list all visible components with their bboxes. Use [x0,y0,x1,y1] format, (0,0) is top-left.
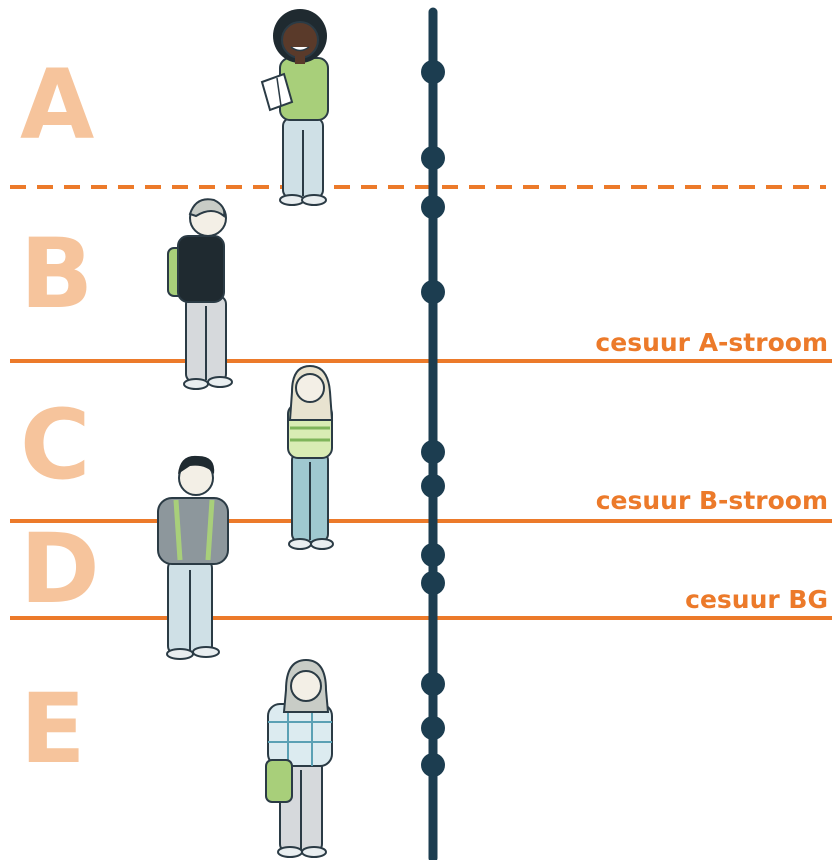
student-illustration-thinking [287,364,334,550]
zone-letter-a: A [20,49,94,161]
axis-dot [421,474,445,498]
axis-dot [421,716,445,740]
student-illustration-backpack [167,198,233,390]
axis-dot [421,280,445,304]
score-axis [421,7,445,860]
cesuur-label-bg: cesuur BG [685,585,828,614]
axis-dot [421,60,445,84]
student-illustration-boy [157,455,229,660]
zone-letter-d: D [20,513,100,625]
axis-dot [421,753,445,777]
axis-dot [421,571,445,595]
zone-letter-b: B [20,218,93,330]
zone-letter-c: C [20,389,90,501]
axis-dot [421,146,445,170]
student-illustration-reading [260,9,329,206]
axis-dot [421,672,445,696]
axis-dot [421,195,445,219]
cesuur-label-b-stroom: cesuur B-stroom [596,486,828,515]
axis-dot [421,543,445,567]
cesuur-label-a-stroom: cesuur A-stroom [595,328,828,357]
student-illustration-plaid [265,658,333,858]
zone-letter-e: E [20,673,86,785]
axis-dot [421,440,445,464]
